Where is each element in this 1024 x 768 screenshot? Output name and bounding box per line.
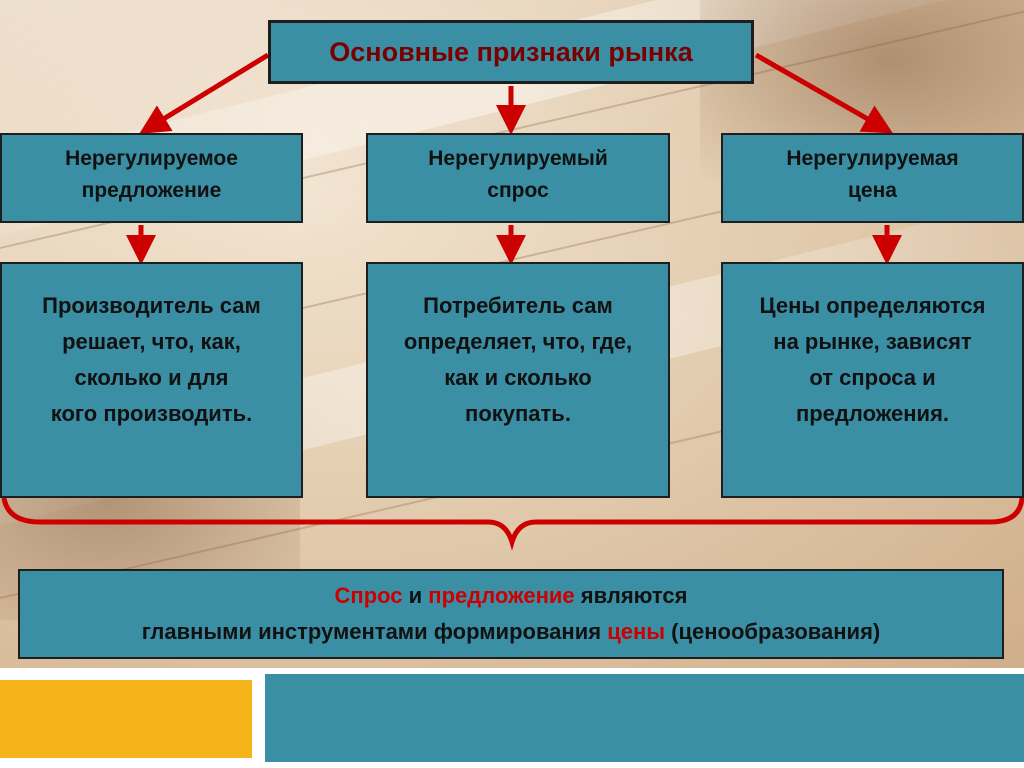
description-box-producer: Производитель сам решает, что, как, скол… (0, 262, 303, 498)
heading-text: спрос (487, 179, 549, 202)
description-line: сколько и для (74, 365, 229, 390)
description-line: Цены определяются (759, 293, 986, 318)
heading-text: Нерегулируемое (65, 147, 238, 170)
heading-text: Нерегулируемый (428, 147, 608, 170)
heading-box-demand: Нерегулируемый спрос (366, 133, 670, 223)
conclusion-text-end: (ценообразования) (671, 619, 881, 644)
description-line: предложения. (795, 401, 950, 426)
conclusion-line-1: Спрос и предложение являются (142, 578, 880, 614)
conjunction: и (408, 583, 423, 608)
title-box: Основные признаки рынка (268, 20, 754, 84)
conclusion-box: Спрос и предложение являются главными ин… (18, 569, 1004, 659)
heading-box-price: Нерегулируемая цена (721, 133, 1024, 223)
description-line: Производитель сам (42, 293, 261, 318)
description-line: покупать. (465, 401, 571, 426)
description-line: кого производить. (50, 401, 253, 426)
description-line: от спроса и (809, 365, 936, 390)
footer-accent-teal (265, 674, 1024, 762)
description-box-prices: Цены определяются на рынке, зависят от с… (721, 262, 1024, 498)
conclusion-verb: являются (580, 583, 688, 608)
page-title: Основные признаки рынка (329, 36, 693, 67)
keyword-price: цены (607, 619, 666, 644)
heading-text: предложение (81, 179, 222, 202)
conclusion-text: главными инструментами формирования (141, 619, 602, 644)
description-line: как и сколько (444, 365, 592, 390)
heading-text: цена (848, 179, 897, 202)
keyword-demand: Спрос (334, 583, 403, 608)
description-line: на рынке, зависят (773, 329, 972, 354)
keyword-supply: предложение (428, 583, 575, 608)
heading-text: Нерегулируемая (786, 147, 959, 170)
description-line: определяет, что, где, (403, 329, 633, 354)
description-box-consumer: Потребитель сам определяет, что, где, ка… (366, 262, 670, 498)
heading-box-supply: Нерегулируемое предложение (0, 133, 303, 223)
description-line: решает, что, как, (62, 329, 241, 354)
conclusion-line-2: главными инструментами формирования цены… (142, 614, 880, 650)
footer-accent-orange (0, 680, 252, 758)
description-line: Потребитель сам (423, 293, 613, 318)
